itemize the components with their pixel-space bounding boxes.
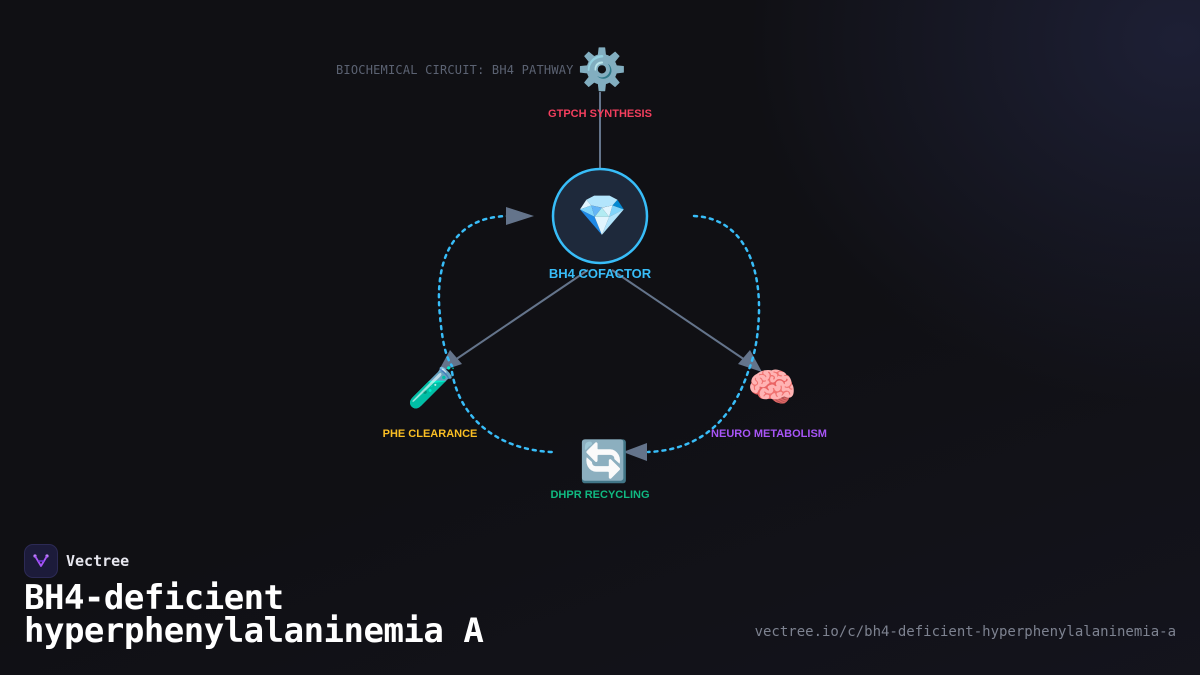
cycle-left-lower [450,370,554,454]
source-url: vectree.io/c/bh4-deficient-hyperphenylal… [754,624,1176,640]
neuro-label: NEURO METABOLISM [711,428,827,440]
brain-icon: 🧠 [747,365,797,411]
title-line-1: BH4-deficient [24,578,284,618]
arrowhead-cycle-bottom [623,443,647,461]
vectree-logo-icon [24,544,58,578]
bh4-hub-circle [551,167,649,265]
connector-bh4-neuro [611,269,749,363]
cycle-left-upper [437,214,512,368]
brand: Vectree [24,544,129,578]
gear-icon: ⚙️ [577,47,627,93]
gem-icon: 💎 [577,193,627,239]
cycle-right-lower [646,370,750,454]
arrowhead-phe [438,350,462,372]
gtpch-label: GTPCH SYNTHESIS [548,108,652,120]
diagram-caption: BIOCHEMICAL CIRCUIT: BH4 PATHWAY [336,63,574,77]
bh4-label: BH4 COFACTOR [548,266,652,281]
cycle-arrows-icon: 🔄 [579,439,629,485]
title-line-2: hyperphenylalaninemia A [24,611,484,651]
test-tube-icon: 🧪 [407,365,457,411]
connector-bh4-phe [451,269,589,363]
brand-name: Vectree [66,552,130,570]
dhpr-label: DHPR RECYCLING [550,489,650,501]
cycle-right-upper [692,214,761,374]
arrowhead-cycle-top [506,207,534,225]
arrowhead-neuro [738,350,762,372]
phe-label: PHE CLEARANCE [382,428,478,440]
page-title: BH4-deficient hyperphenylalaninemia A [24,578,484,651]
